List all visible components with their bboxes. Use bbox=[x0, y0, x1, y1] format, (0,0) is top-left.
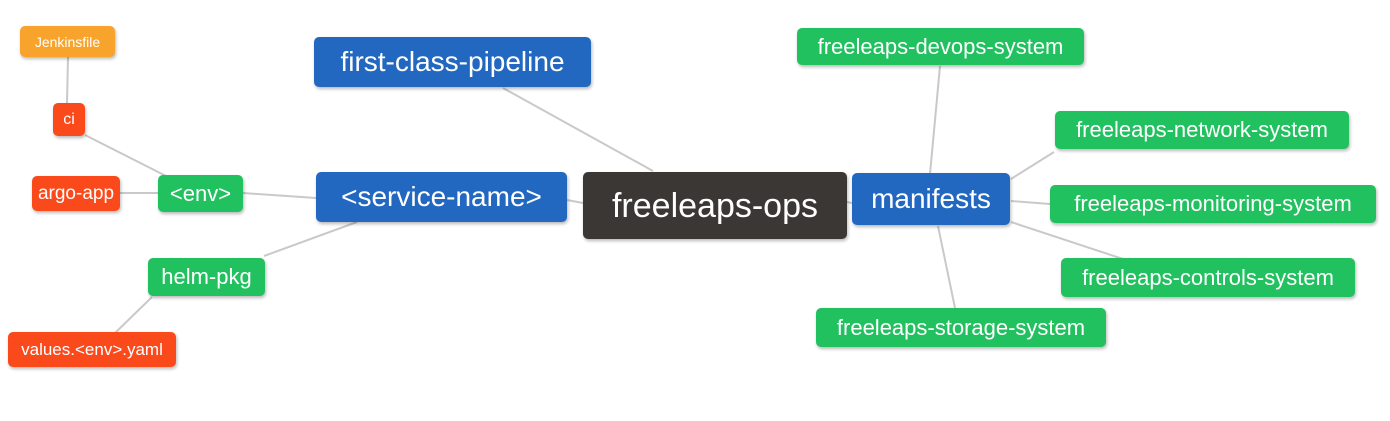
node-label: ci bbox=[63, 110, 75, 128]
node-label: <env> bbox=[169, 180, 232, 206]
edge-jenkinsfile--ci bbox=[66, 56, 69, 104]
edge-helm-pkg--service-name bbox=[263, 221, 358, 257]
node-first-class-pipeline[interactable]: first-class-pipeline bbox=[314, 37, 591, 87]
node-freeleaps-storage-system[interactable]: freeleaps-storage-system bbox=[816, 308, 1106, 347]
node-label: freeleaps-network-system bbox=[1076, 117, 1328, 142]
node-label: Jenkinsfile bbox=[34, 33, 101, 50]
node-freeleaps-monitoring-system[interactable]: freeleaps-monitoring-system bbox=[1050, 185, 1376, 223]
node-manifests[interactable]: manifests bbox=[852, 173, 1010, 225]
edge-manifests--freeleaps-controls-system bbox=[1010, 221, 1124, 260]
node-argo-app[interactable]: argo-app bbox=[32, 176, 120, 211]
edge-manifests--freeleaps-devops-system bbox=[929, 65, 941, 175]
node-freeleaps-controls-system[interactable]: freeleaps-controls-system bbox=[1061, 258, 1355, 297]
node-label: freeleaps-devops-system bbox=[817, 33, 1064, 59]
node-helm-pkg[interactable]: helm-pkg bbox=[148, 258, 265, 296]
edge-env--service-name bbox=[242, 192, 317, 199]
node-label: helm-pkg bbox=[161, 264, 252, 289]
node-label: freeleaps-ops bbox=[611, 186, 818, 225]
edge-freeleaps-ops--manifests bbox=[846, 201, 853, 204]
node-env[interactable]: <env> bbox=[158, 175, 243, 212]
node-label: argo-app bbox=[37, 183, 115, 204]
node-ci[interactable]: ci bbox=[53, 103, 85, 136]
edge-values-env-yaml--helm-pkg bbox=[114, 296, 153, 334]
node-label: first-class-pipeline bbox=[340, 46, 565, 77]
node-freeleaps-devops-system[interactable]: freeleaps-devops-system bbox=[797, 28, 1084, 65]
edge-first-class-pipeline--freeleaps-ops bbox=[502, 87, 654, 172]
node-label: freeleaps-storage-system bbox=[836, 314, 1086, 340]
node-label: manifests bbox=[871, 183, 991, 214]
node-service-name[interactable]: <service-name> bbox=[316, 172, 567, 222]
node-label: freeleaps-monitoring-system bbox=[1074, 191, 1352, 216]
node-freeleaps-ops[interactable]: freeleaps-ops bbox=[583, 172, 847, 239]
edge-manifests--freeleaps-storage-system bbox=[937, 225, 956, 309]
node-label: <service-name> bbox=[341, 181, 542, 212]
edge-ci--env bbox=[84, 134, 167, 177]
edge-manifests--freeleaps-monitoring-system bbox=[1010, 200, 1051, 205]
node-label: freeleaps-controls-system bbox=[1082, 264, 1334, 290]
edge-service-name--freeleaps-ops bbox=[566, 199, 584, 204]
node-freeleaps-network-system[interactable]: freeleaps-network-system bbox=[1055, 111, 1349, 149]
node-jenkinsfile[interactable]: Jenkinsfile bbox=[20, 26, 115, 57]
node-label: values.<env>.yaml bbox=[21, 340, 163, 359]
edge-manifests--freeleaps-network-system bbox=[1010, 151, 1055, 180]
node-values-env-yaml[interactable]: values.<env>.yaml bbox=[8, 332, 176, 367]
